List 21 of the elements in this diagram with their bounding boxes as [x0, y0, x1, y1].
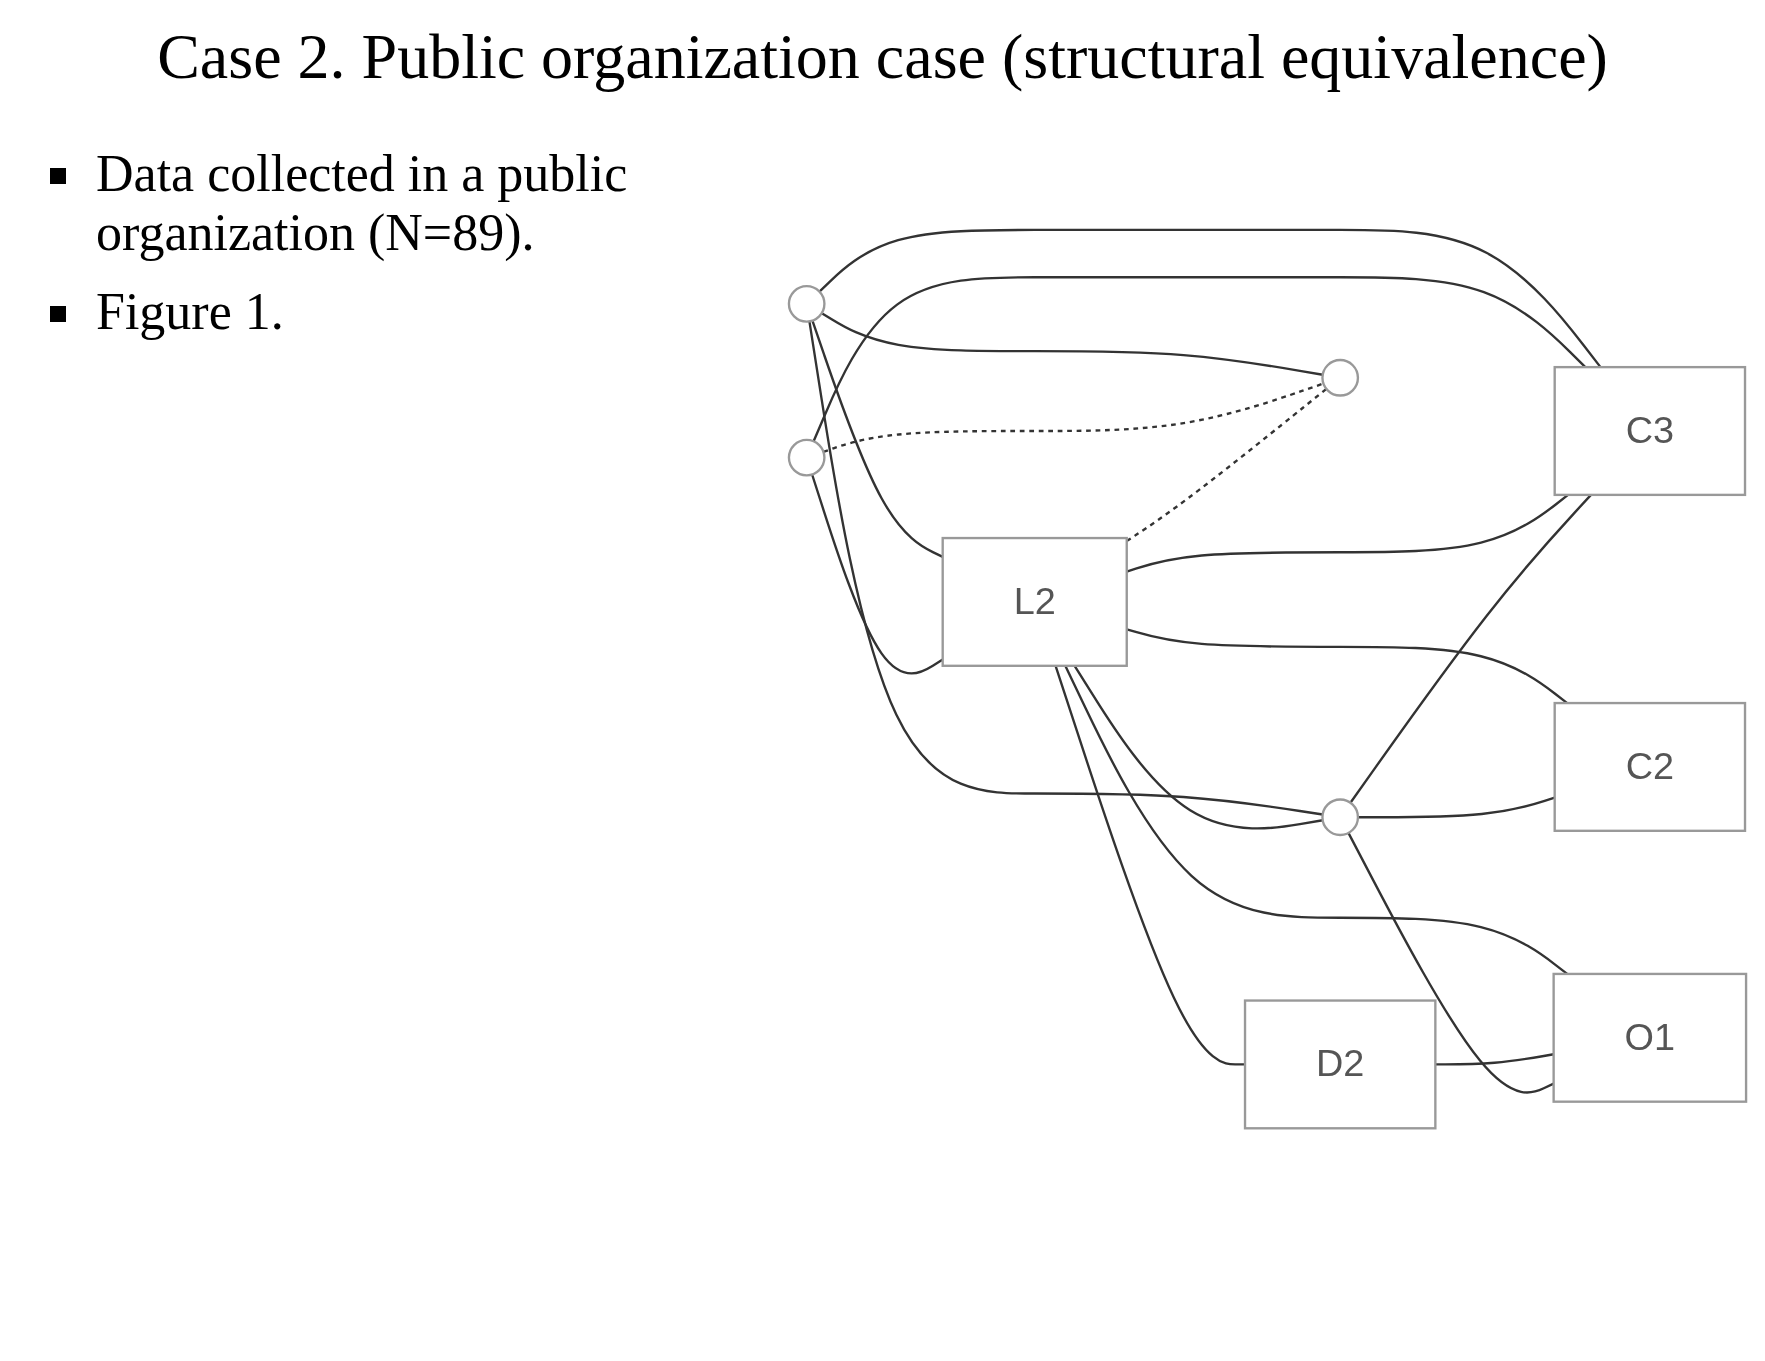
node-box: C3	[1553, 365, 1747, 496]
connector	[1073, 665, 1323, 830]
connector	[1435, 1053, 1554, 1066]
node-circle	[787, 284, 826, 323]
slide-title: Case 2. Public organization case (structural equivalence)	[156, 20, 1609, 94]
connector	[818, 228, 1602, 368]
node-box: L2	[941, 536, 1128, 667]
node-box: C2	[1553, 701, 1747, 832]
bullet-text: Data collected in a public organization (N=89).	[96, 144, 629, 262]
node-circle	[1321, 798, 1360, 837]
bullet-text: Figure 1.	[96, 282, 284, 341]
node-box: O1	[1552, 972, 1748, 1103]
connector	[821, 312, 1323, 376]
node-box: D2	[1243, 999, 1437, 1130]
connector	[823, 382, 1324, 453]
node-circle	[1321, 358, 1360, 397]
node-circle	[787, 438, 826, 477]
connector	[1054, 665, 1246, 1066]
connector	[1126, 387, 1328, 542]
connector	[812, 275, 1587, 442]
connector	[808, 321, 1323, 816]
